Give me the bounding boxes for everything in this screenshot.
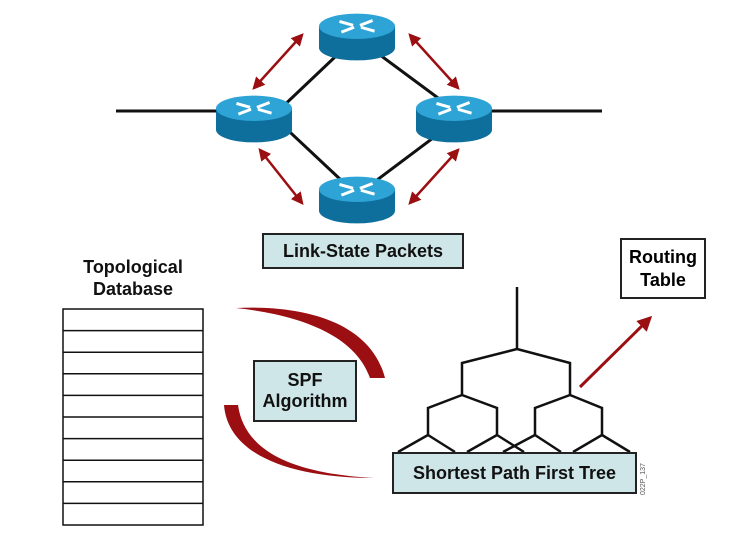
link-state-packets-text: Link-State Packets [282, 240, 444, 261]
router-left-icon [215, 94, 293, 144]
router-bottom-icon [318, 175, 396, 225]
lsa-arrows [252, 33, 460, 205]
title-line-1: Topological [83, 257, 183, 277]
lsa-arrow [252, 33, 304, 90]
spf-algorithm-label: SPF Algorithm [253, 360, 357, 422]
spf-line-1: SPF [287, 370, 323, 390]
routing-table-box: Routing Table [620, 238, 706, 299]
to-routing-table-arrow [578, 315, 653, 389]
routing-table-line-1: Routing [629, 246, 697, 267]
spt-label: Shortest Path First Tree [392, 452, 637, 494]
network-links [116, 36, 602, 197]
watermark: 022P_137 [640, 463, 647, 495]
link-state-packets-label: Link-State Packets [262, 233, 464, 269]
router-top-icon [318, 12, 396, 62]
topological-database-title: Topological Database [63, 256, 203, 300]
routing-table-line-2: Table [640, 269, 686, 290]
lsa-arrow [408, 148, 460, 205]
curved-arrow-top [236, 307, 385, 378]
spf-tree [397, 287, 631, 454]
curved-arrow-bottom [224, 405, 375, 478]
spf-line-2: Algorithm [262, 391, 348, 411]
lsa-arrow [408, 33, 460, 90]
spt-text: Shortest Path First Tree [412, 462, 617, 483]
topological-database-table [62, 308, 204, 526]
title-line-2: Database [92, 279, 174, 299]
router-right-icon [415, 94, 493, 144]
lsa-arrow [258, 148, 304, 205]
